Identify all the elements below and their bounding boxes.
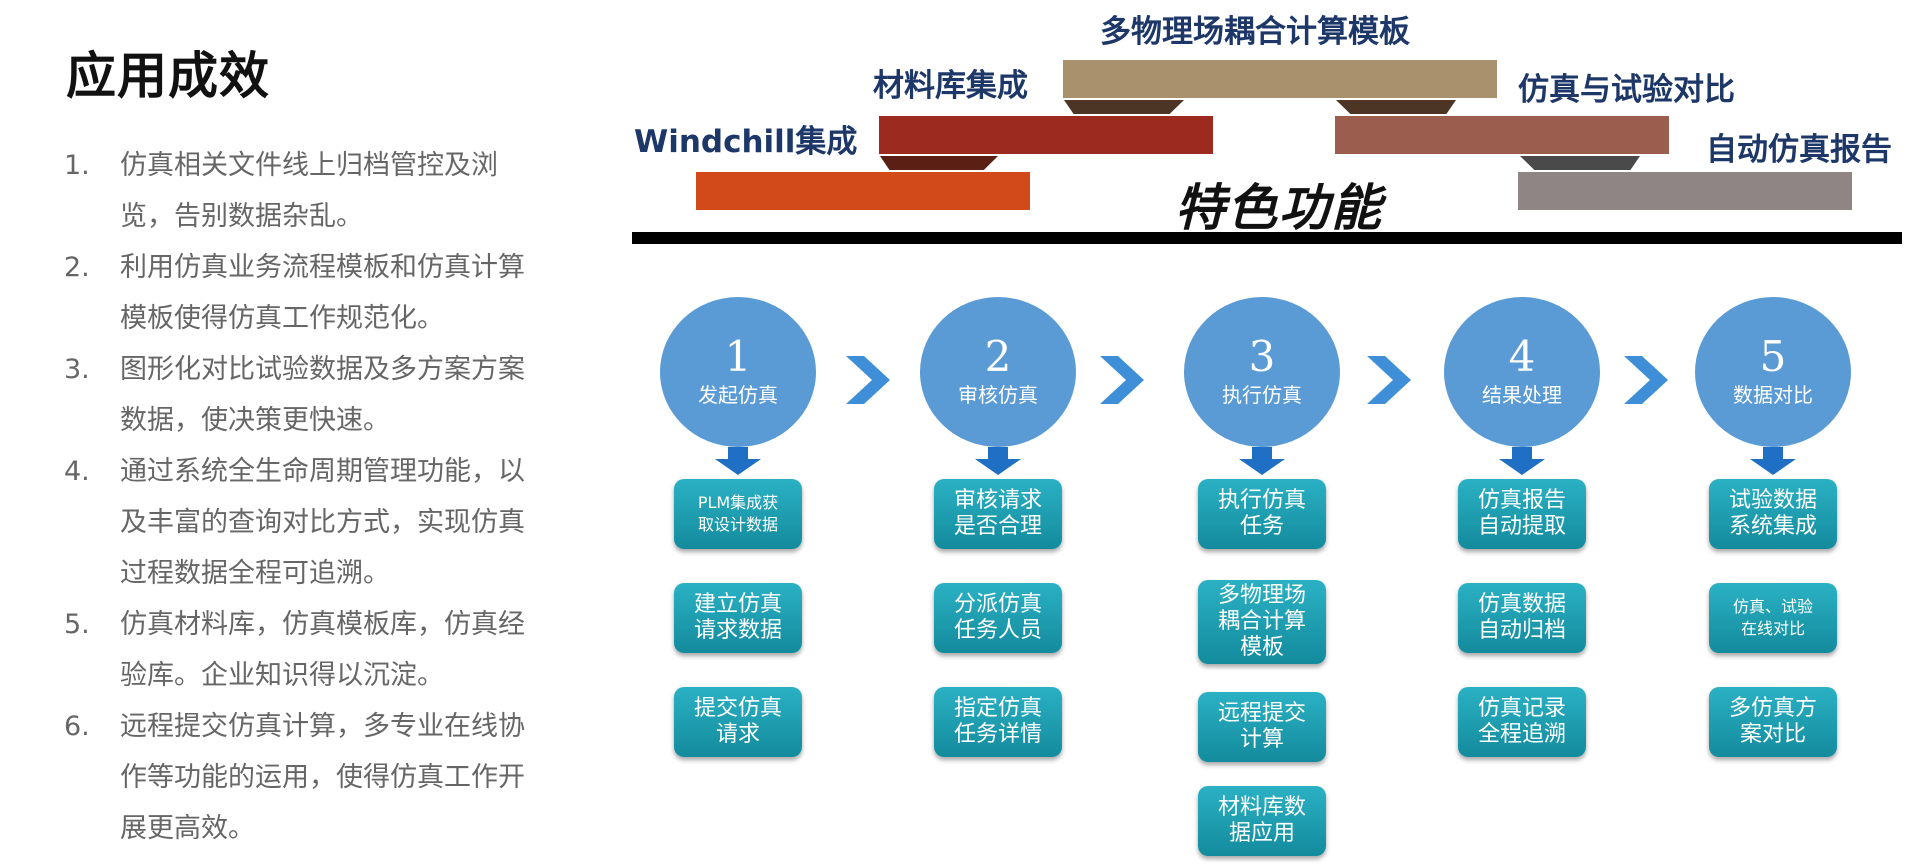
task-box: 提交仿真 请求 xyxy=(674,687,802,757)
task-box: 建立仿真 请求数据 xyxy=(674,583,802,653)
down-arrow-icon xyxy=(1239,447,1285,475)
feature-bar-sim-test-compare xyxy=(1335,116,1669,154)
feature-title: 特色功能 xyxy=(1175,179,1383,237)
step-number: 1 xyxy=(724,332,752,381)
benefit-number: 1. xyxy=(64,150,90,181)
feature-label-multiphysics-template: 多物理场耦合计算模板 xyxy=(1100,14,1410,50)
chevron-right-icon xyxy=(1367,356,1411,404)
task-box: 仿真记录 全程追溯 xyxy=(1458,687,1586,757)
feature-bar-windchill xyxy=(696,172,1030,210)
feature-bar-auto-report xyxy=(1518,172,1852,210)
feature-shadow-center-left xyxy=(1064,100,1184,114)
step-label: 审核仿真 xyxy=(958,383,1038,407)
benefit-list: 1. 仿真相关文件线上归档管控及浏览，告别数据杂乱。 2. 利用仿真业务流程模板… xyxy=(60,140,530,854)
feature-bar-multiphysics-template xyxy=(1063,60,1497,98)
task-box: PLM集成获 取设计数据 xyxy=(674,479,802,549)
down-arrow-icon xyxy=(1750,447,1796,475)
benefit-item: 1. 仿真相关文件线上归档管控及浏览，告别数据杂乱。 xyxy=(60,140,530,242)
step-label: 发起仿真 xyxy=(698,383,778,407)
chevron-right-icon xyxy=(846,356,890,404)
chevron-right-icon xyxy=(1100,356,1144,404)
benefit-text: 利用仿真业务流程模板和仿真计算模板使得仿真工作规范化。 xyxy=(120,252,525,334)
benefit-number: 3. xyxy=(64,354,90,385)
step-number: 2 xyxy=(984,332,1012,381)
benefit-text: 仿真材料库，仿真模板库，仿真经验库。企业知识得以沉淀。 xyxy=(120,609,525,691)
task-box: 执行仿真 任务 xyxy=(1198,479,1326,549)
task-box: 材料库数 据应用 xyxy=(1198,786,1326,856)
benefit-number: 2. xyxy=(64,252,90,283)
task-box: 远程提交 计算 xyxy=(1198,692,1326,762)
task-box: 仿真数据 自动归档 xyxy=(1458,583,1586,653)
feature-shadow-left xyxy=(880,156,998,170)
task-box: 指定仿真 任务详情 xyxy=(934,687,1062,757)
benefit-number: 4. xyxy=(64,456,90,487)
feature-shadow-center-right xyxy=(1336,100,1456,114)
benefit-item: 6. 远程提交仿真计算，多专业在线协作等功能的运用，使得仿真工作开展更高效。 xyxy=(60,701,530,854)
benefit-item: 4. 通过系统全生命周期管理功能，以及丰富的查询对比方式，实现仿真过程数据全程可… xyxy=(60,446,530,599)
benefit-item: 2. 利用仿真业务流程模板和仿真计算模板使得仿真工作规范化。 xyxy=(60,242,530,344)
task-box: 分派仿真 任务人员 xyxy=(934,583,1062,653)
task-box: 仿真、试验 在线对比 xyxy=(1709,583,1837,653)
step-number: 5 xyxy=(1759,332,1787,381)
task-box: 多仿真方 案对比 xyxy=(1709,687,1837,757)
feature-shadow-right xyxy=(1520,156,1640,170)
feature-label-sim-test-compare: 仿真与试验对比 xyxy=(1518,72,1735,108)
feature-label-material-library: 材料库集成 xyxy=(873,68,1028,104)
benefit-item: 5. 仿真材料库，仿真模板库，仿真经验库。企业知识得以沉淀。 xyxy=(60,599,530,701)
feature-label-windchill: Windchill集成 xyxy=(634,124,858,160)
down-arrow-icon xyxy=(715,447,761,475)
task-box: 多物理场 耦合计算 模板 xyxy=(1198,580,1326,664)
benefit-text: 仿真相关文件线上归档管控及浏览，告别数据杂乱。 xyxy=(120,150,498,232)
divider-rule xyxy=(632,232,1902,244)
benefit-item: 3. 图形化对比试验数据及多方案方案数据，使决策更快速。 xyxy=(60,344,530,446)
step-label: 执行仿真 xyxy=(1222,383,1302,407)
page-title: 应用成效 xyxy=(66,47,270,105)
step-label: 数据对比 xyxy=(1733,383,1813,407)
down-arrow-icon xyxy=(1499,447,1545,475)
benefit-text: 通过系统全生命周期管理功能，以及丰富的查询对比方式，实现仿真过程数据全程可追溯。 xyxy=(120,456,525,589)
task-box: 审核请求 是否合理 xyxy=(934,479,1062,549)
task-box: 仿真报告 自动提取 xyxy=(1458,479,1586,549)
benefit-number: 6. xyxy=(64,711,90,742)
task-box: 试验数据 系统集成 xyxy=(1709,479,1837,549)
benefit-text: 远程提交仿真计算，多专业在线协作等功能的运用，使得仿真工作开展更高效。 xyxy=(120,711,525,844)
step-number: 4 xyxy=(1508,332,1536,381)
benefit-text: 图形化对比试验数据及多方案方案数据，使决策更快速。 xyxy=(120,354,525,436)
chevron-right-icon xyxy=(1624,356,1668,404)
step-number: 3 xyxy=(1248,332,1276,381)
benefit-number: 5. xyxy=(64,609,90,640)
feature-label-auto-report: 自动仿真报告 xyxy=(1706,132,1892,168)
step-label: 结果处理 xyxy=(1482,383,1562,407)
feature-bar-material-library xyxy=(879,116,1213,154)
down-arrow-icon xyxy=(975,447,1021,475)
